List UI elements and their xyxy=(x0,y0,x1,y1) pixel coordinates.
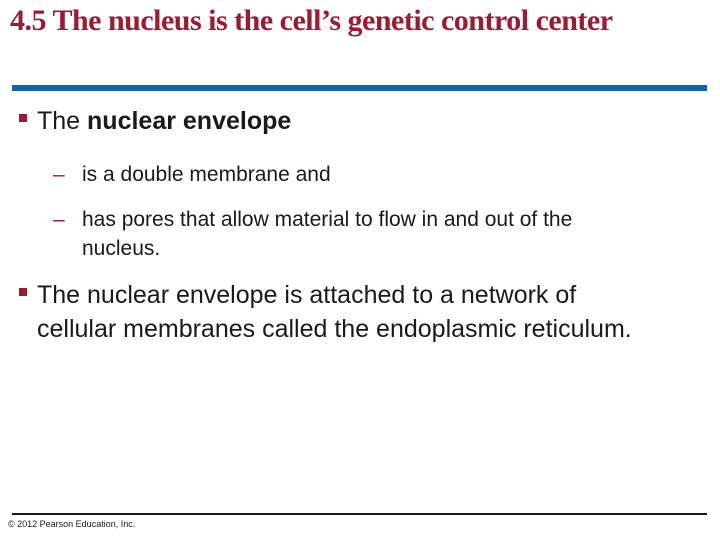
bullet-item-endoplasmic-reticulum: The nuclear envelope is attached to a ne… xyxy=(19,278,647,346)
square-bullet-icon xyxy=(19,288,27,296)
sub-bullet-item-pores: – has pores that allow material to flow … xyxy=(53,205,648,263)
bullet-text-lead: The xyxy=(37,107,88,135)
dash-bullet-icon: – xyxy=(53,208,65,231)
sub-bullet-text: is a double membrane and xyxy=(82,163,331,186)
bullet-item-nuclear-envelope: The nuclear envelope xyxy=(19,104,647,138)
bullet-text: The nuclear envelope is attached to a ne… xyxy=(37,281,632,343)
bullet-text: The nuclear envelope xyxy=(37,104,647,138)
copyright-text: © 2012 Pearson Education, Inc. xyxy=(8,519,136,529)
title-divider-line xyxy=(12,85,707,91)
slide-title: 4.5 The nucleus is the cell’s genetic co… xyxy=(10,4,613,37)
sub-bullet-item-double-membrane: – is a double membrane and xyxy=(53,160,648,189)
footer-divider-line xyxy=(12,513,707,515)
dash-bullet-icon: – xyxy=(53,163,65,186)
square-bullet-icon xyxy=(19,114,27,122)
sub-bullet-text: has pores that allow material to flow in… xyxy=(82,208,573,260)
bullet-text-bold: nuclear envelope xyxy=(87,107,292,135)
